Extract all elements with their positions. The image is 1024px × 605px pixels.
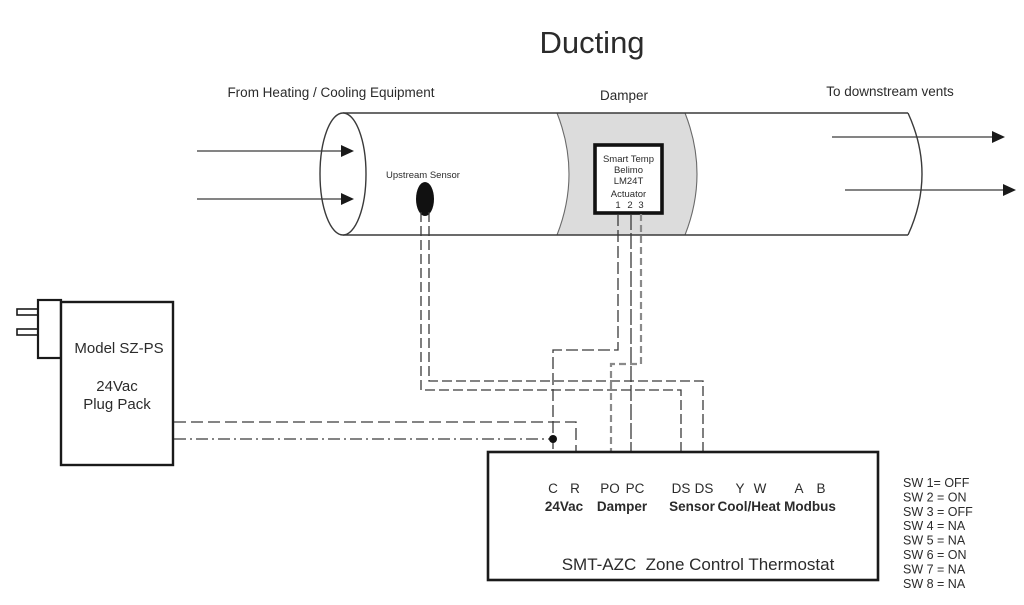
plug-pack-box xyxy=(59,300,175,467)
upstream-sensor-bulb-icon xyxy=(416,182,434,216)
group-coolheat: Cool/Heat xyxy=(717,499,781,514)
actuator-box xyxy=(593,143,664,215)
wire-actuator-1-to-c xyxy=(552,214,619,476)
wire-junction-dot xyxy=(549,435,557,443)
thermostat-box xyxy=(486,450,880,582)
terminal-y: Y xyxy=(735,481,744,496)
label-damper: Damper xyxy=(600,88,649,103)
group-sensor: Sensor xyxy=(669,499,716,514)
actuator-terminal-1: 1 xyxy=(615,200,620,211)
wire-sensor-to-ds-right xyxy=(428,212,704,476)
plug-pack-name: Plug Pack xyxy=(83,396,151,413)
duct-right-cap xyxy=(907,112,923,236)
thermostat-name: Zone Control Thermostat xyxy=(646,555,835,574)
terminal-ds-2: DS xyxy=(695,481,714,496)
sw-item-5: SW 5 = NA xyxy=(903,534,966,548)
actuator-line3: LM24T xyxy=(614,176,644,187)
plug-body xyxy=(36,298,63,360)
sw-item-7: SW 7 = NA xyxy=(903,562,966,576)
plug-prong-bottom xyxy=(16,328,40,336)
terminal-a: A xyxy=(794,481,803,496)
actuator-terminal-3: 3 xyxy=(638,200,643,211)
sw-item-1: SW 1= OFF xyxy=(903,476,970,490)
airflow-in-arrow-top xyxy=(197,145,354,157)
group-24vac: 24Vac xyxy=(545,499,584,514)
group-damper: Damper xyxy=(597,499,648,514)
terminal-b: B xyxy=(816,481,825,496)
dip-switch-list: SW 1= OFF SW 2 = ON SW 3 = OFF SW 4 = NA… xyxy=(903,476,973,591)
wire-actuator-3-to-po xyxy=(609,214,643,476)
terminal-w: W xyxy=(754,481,767,496)
terminal-ds-1: DS xyxy=(672,481,691,496)
terminal-c: C xyxy=(548,481,558,496)
actuator-line1: Smart Temp xyxy=(603,154,654,165)
actuator-line2: Belimo xyxy=(614,165,643,176)
sw-item-2: SW 2 = ON xyxy=(903,490,967,504)
wire-plugpack-to-r xyxy=(174,421,577,476)
thermostat-model: SMT-AZC xyxy=(562,555,637,574)
upstream-sensor-label: Upstream Sensor xyxy=(386,170,460,181)
terminal-r: R xyxy=(570,481,580,496)
airflow-in-arrow-bottom xyxy=(197,193,354,205)
sw-item-4: SW 4 = NA xyxy=(903,519,966,533)
group-modbus: Modbus xyxy=(784,499,836,514)
terminal-pc: PC xyxy=(626,481,645,496)
actuator-line4: Actuator xyxy=(611,189,646,200)
sw-item-3: SW 3 = OFF xyxy=(903,505,973,519)
sw-item-8: SW 8 = NA xyxy=(903,577,966,591)
plug-pack-voltage: 24Vac xyxy=(96,378,138,395)
label-from-equipment: From Heating / Cooling Equipment xyxy=(227,85,434,100)
plug-pack: Model SZ-PS 24Vac Plug Pack xyxy=(16,298,175,467)
airflow-out-arrow-top xyxy=(832,131,1005,143)
terminal-po: PO xyxy=(600,481,620,496)
actuator-terminal-2: 2 xyxy=(627,200,632,211)
sw-item-6: SW 6 = ON xyxy=(903,548,967,562)
airflow-out-arrow-bottom xyxy=(845,184,1016,196)
duct-left-opening xyxy=(319,112,367,236)
plug-pack-model: Model SZ-PS xyxy=(74,340,163,357)
wire-sensor-to-ds-left xyxy=(420,212,682,476)
page-title: Ducting xyxy=(539,25,644,60)
plug-prong-top xyxy=(16,308,40,316)
label-to-vents: To downstream vents xyxy=(826,84,954,99)
